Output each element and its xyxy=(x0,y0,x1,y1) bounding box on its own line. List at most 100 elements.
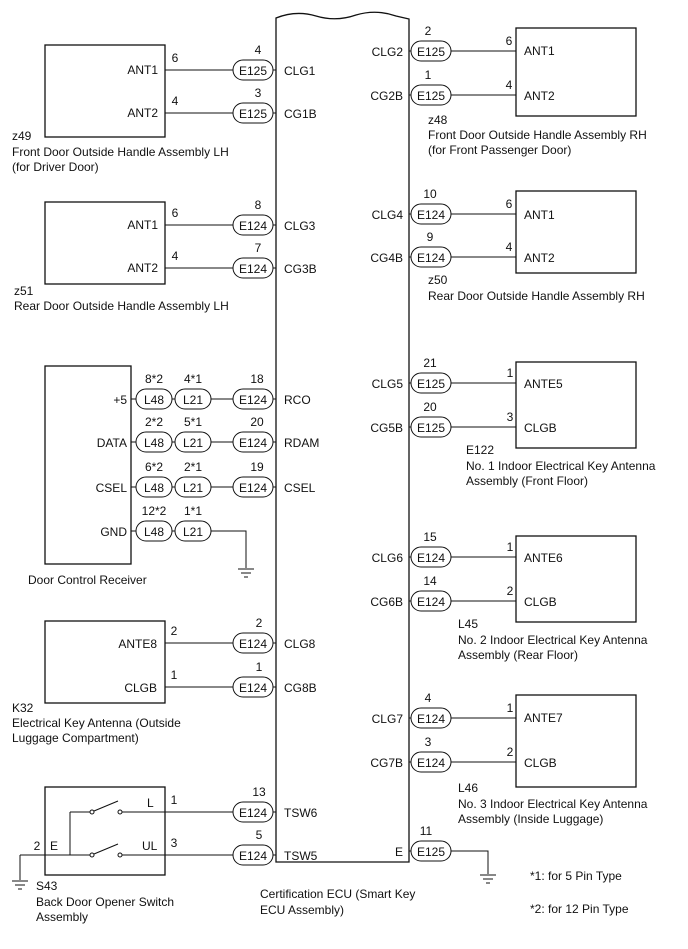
wire-cg1b: 4 E125 3 CG1B xyxy=(165,86,317,124)
ecu-pin-cg8b: CG8B xyxy=(284,681,317,695)
z49-name-line1: Front Door Outside Handle Assembly LH xyxy=(12,145,229,159)
connector-pin-number: 20 xyxy=(250,415,264,429)
connector-l48 xyxy=(135,476,173,498)
wire-pin-number: 6 xyxy=(506,197,513,211)
connector-e124 xyxy=(232,476,274,498)
ecu-name-line1: Certification ECU (Smart Key xyxy=(260,887,415,901)
ecu-pin-cg5b: CG5B xyxy=(370,421,403,435)
l45-code: L45 xyxy=(458,617,478,631)
receiver-pin-data: DATA xyxy=(97,436,127,450)
connector-pin-number: 8*2 xyxy=(145,372,163,386)
wire-pin-number: 2 xyxy=(171,624,178,638)
connector-label: E125 xyxy=(417,45,445,59)
connector-e124 xyxy=(410,203,452,225)
s43-name-line1: Back Door Opener Switch xyxy=(36,895,174,909)
l46-pin-clgb: CLGB xyxy=(524,756,557,770)
connector-label: E124 xyxy=(239,637,267,651)
connector-l21 xyxy=(174,388,212,410)
wire-clg7: CLG7 E124 4 1 xyxy=(372,691,516,729)
wire-s43-ground: 2 xyxy=(12,839,41,890)
receiver-name: Door Control Receiver xyxy=(28,573,147,587)
connector-pin-number: 9 xyxy=(427,230,434,244)
wire-tsw6: 1 E124 13 TSW6 xyxy=(165,785,318,823)
z50-name-line1: Rear Door Outside Handle Assembly RH xyxy=(428,289,645,303)
receiver-pin-csel: CSEL xyxy=(96,481,128,495)
l45-name-line1: No. 2 Indoor Electrical Key Antenna xyxy=(458,633,648,647)
connector-pin-number: 15 xyxy=(423,530,437,544)
connector-pin-number: 7 xyxy=(255,241,262,255)
ecu-pin-cg3b: CG3B xyxy=(284,262,317,276)
ecu-pin-cg1b: CG1B xyxy=(284,107,317,121)
receiver-pin-plus5: +5 xyxy=(113,393,127,407)
connector-e124 xyxy=(410,751,452,773)
connector-label: L21 xyxy=(183,525,203,539)
ecu-pin-clg6: CLG6 xyxy=(372,551,404,565)
connector-label: L48 xyxy=(144,393,164,407)
wire-pin-number: 4 xyxy=(506,78,513,92)
connector-e124 xyxy=(232,431,274,453)
connector-pin-number: 3 xyxy=(425,735,432,749)
wire-cg6b: CG6B E124 14 2 xyxy=(370,574,516,612)
connector-e125 xyxy=(410,416,452,438)
wire-pin-number: 1 xyxy=(507,540,514,554)
receiver-box xyxy=(44,365,132,565)
wire-clg1: 6 E125 4 CLG1 xyxy=(165,43,316,81)
ecu-pin-tsw5: TSW5 xyxy=(284,849,318,863)
wire-pin-number: 2 xyxy=(34,839,41,853)
z48-name-line2: (for Front Passenger Door) xyxy=(428,143,571,157)
connector-label: L21 xyxy=(183,481,203,495)
wire-csel: L48 6*2 L21 2*1 E124 19 CSEL xyxy=(131,460,316,498)
z51-name-line1: Rear Door Outside Handle Assembly LH xyxy=(14,299,229,313)
z49-pin-ant1: ANT1 xyxy=(127,63,158,77)
wire-pin-number: 4 xyxy=(172,249,179,263)
ecu-body xyxy=(275,11,410,863)
l45-pin-ante6: ANTE6 xyxy=(524,551,563,565)
connector-label: E124 xyxy=(417,756,445,770)
z49-code: z49 xyxy=(12,129,32,143)
wire-pin-number: 6 xyxy=(172,51,179,65)
connector-pin-number: 2 xyxy=(256,616,263,630)
k32-name-line2: Luggage Compartment) xyxy=(12,731,139,745)
z48-code: z48 xyxy=(428,113,448,127)
connector-pin-number: 5*1 xyxy=(184,415,202,429)
connector-pin-number: 1 xyxy=(256,660,263,674)
wire-pin-number: 3 xyxy=(507,410,514,424)
wire-clg3: 6 E124 8 CLG3 xyxy=(165,198,316,236)
l46-box xyxy=(515,694,637,788)
z50-code: z50 xyxy=(428,273,448,287)
ecu-pin-cg2b: CG2B xyxy=(370,89,403,103)
l45-name-line2: Assembly (Rear Floor) xyxy=(458,648,578,662)
connector-pin-number: 10 xyxy=(423,187,437,201)
wire-gnd: L48 12*2 L21 1*1 xyxy=(131,504,254,578)
l45-box xyxy=(515,535,637,623)
e122-name-line1: No. 1 Indoor Electrical Key Antenna xyxy=(466,459,656,473)
receiver-pin-gnd: GND xyxy=(100,525,127,539)
connector-e124 xyxy=(232,844,274,866)
z49-name-line2: (for Driver Door) xyxy=(12,160,99,174)
connector-pin-number: 3 xyxy=(255,86,262,100)
wire-rdam: L48 2*2 L21 5*1 E124 20 RDAM xyxy=(131,415,319,453)
s43-box xyxy=(44,786,166,876)
k32-name-line1: Electrical Key Antenna (Outside xyxy=(12,716,181,730)
z51-box xyxy=(44,201,166,285)
connector-e125 xyxy=(410,840,452,862)
wire-clg6: CLG6 E124 15 1 xyxy=(372,530,516,568)
z50-pin-ant2: ANT2 xyxy=(524,251,555,265)
connector-label: E124 xyxy=(417,551,445,565)
l46-code: L46 xyxy=(458,781,478,795)
connector-label: E125 xyxy=(417,89,445,103)
connector-e124 xyxy=(232,676,274,698)
wire-cg3b: 4 E124 7 CG3B xyxy=(165,241,317,279)
connector-e125 xyxy=(410,84,452,106)
e122-code: E122 xyxy=(466,443,494,457)
wire-cg4b: CG4B E124 9 4 xyxy=(370,230,516,268)
connector-label: L48 xyxy=(144,525,164,539)
ecu-name-line2: ECU Assembly) xyxy=(260,903,344,917)
wire-pin-number: 6 xyxy=(506,34,513,48)
ecu-pin-clg8: CLG8 xyxy=(284,637,316,651)
connector-pin-number: 19 xyxy=(250,460,264,474)
connector-pin-number: 4 xyxy=(255,43,262,57)
connector-e125 xyxy=(410,40,452,62)
connector-label: E125 xyxy=(417,845,445,859)
connector-label: E124 xyxy=(239,849,267,863)
